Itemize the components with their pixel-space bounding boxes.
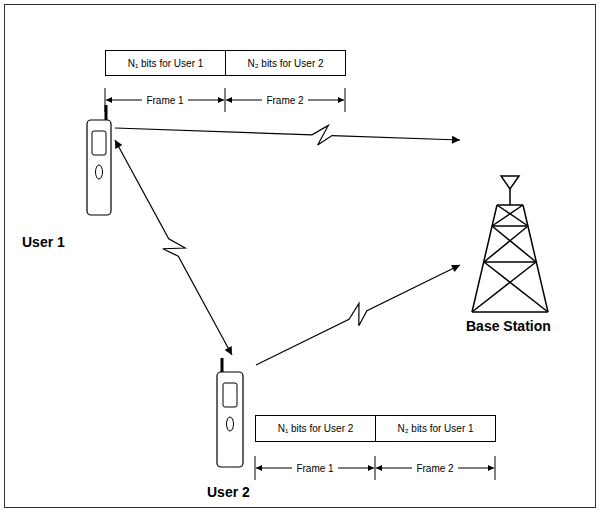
bit-field-text: N₂ bits for User 2 xyxy=(247,58,323,69)
tick xyxy=(375,456,376,480)
phone-body xyxy=(87,120,111,215)
dimension-arrow xyxy=(226,100,262,101)
phone-screen xyxy=(223,383,237,407)
mobile-user: User 1 xyxy=(18,104,115,256)
figure-border xyxy=(5,5,596,508)
phone-antenna xyxy=(105,105,108,121)
radio-link xyxy=(115,125,460,145)
radio-link xyxy=(256,265,460,365)
bit-field-text: N₁ bits for User 2 xyxy=(278,423,354,434)
tower-bar xyxy=(484,261,536,263)
dimension-arrow xyxy=(308,100,344,101)
tower-brace xyxy=(497,205,528,226)
dimension-arrow xyxy=(256,468,292,469)
frame-label: Frame 1 xyxy=(144,95,185,106)
bit-field-text: N₁ bits for User 1 xyxy=(128,58,204,69)
phone-button xyxy=(227,417,234,431)
tick xyxy=(495,456,496,480)
user-label: User 1 xyxy=(22,234,65,250)
mast xyxy=(509,189,511,205)
tower-bar xyxy=(492,225,528,227)
tower-bar xyxy=(497,204,523,206)
tower-brace xyxy=(492,205,523,226)
bit-field-cell: N₁ bits for User 1 xyxy=(105,50,226,76)
station-label: Base Station xyxy=(466,318,551,334)
phone-icon xyxy=(87,105,111,215)
phone-body xyxy=(217,372,243,467)
tick xyxy=(255,456,256,480)
antenna xyxy=(501,176,519,189)
dimension-arrow xyxy=(188,100,224,101)
bit-field-cell: N₂ bits for User 2 xyxy=(225,50,346,76)
mobile-user: User 2 xyxy=(204,355,256,505)
tower-icon xyxy=(472,176,548,312)
tower-brace xyxy=(472,262,536,312)
tower-brace xyxy=(492,226,536,262)
phone-screen xyxy=(92,131,106,155)
bit-field-cell: N₁ bits for User 2 xyxy=(255,415,376,442)
frame-dimension xyxy=(255,456,495,480)
tower-brace xyxy=(484,262,548,312)
radio-link xyxy=(115,140,232,355)
phone-antenna xyxy=(221,358,224,373)
tower-brace xyxy=(484,226,528,262)
bit-field-text: N₂ bits for User 1 xyxy=(397,423,473,434)
dimension-arrow xyxy=(106,100,142,101)
tower-bar xyxy=(472,311,548,313)
frame-label: Frame 1 xyxy=(294,463,335,474)
base-station: Base Station xyxy=(460,135,575,340)
dimension-arrow xyxy=(376,468,412,469)
tick xyxy=(225,88,226,112)
frame-dimension xyxy=(105,88,345,112)
frame-label: Frame 2 xyxy=(414,463,455,474)
dimension-arrow xyxy=(338,468,374,469)
phone-button xyxy=(96,165,103,179)
phone-icon xyxy=(217,358,243,467)
frame-label: Frame 2 xyxy=(264,95,305,106)
bit-field-cell: N₂ bits for User 1 xyxy=(375,415,496,442)
dimension-arrow xyxy=(458,468,494,469)
user-label: User 2 xyxy=(207,484,250,500)
tick xyxy=(345,88,346,112)
